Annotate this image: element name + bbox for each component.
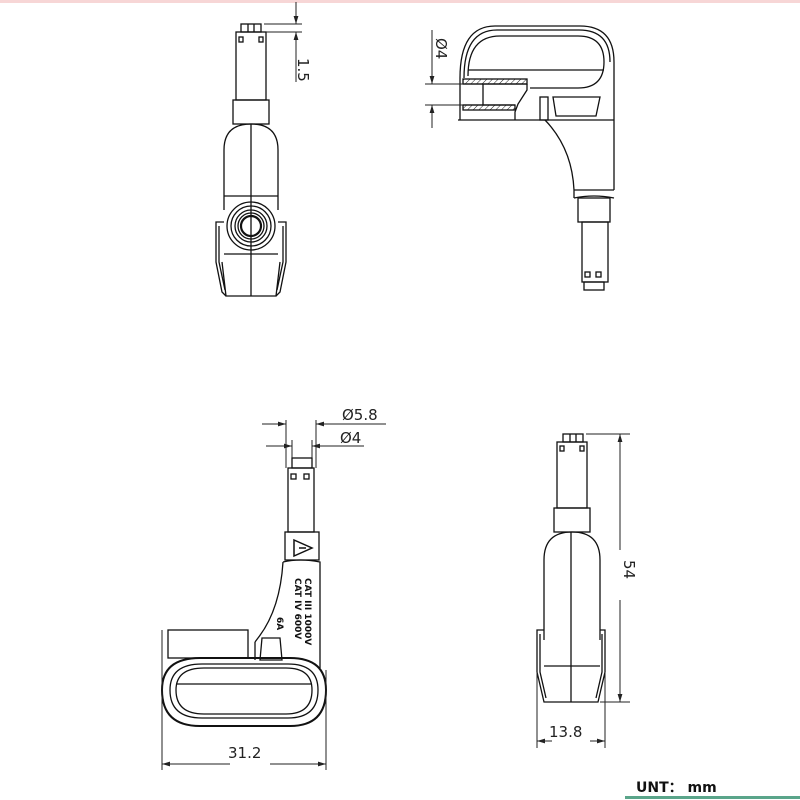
unit-label: UNT： mm xyxy=(636,780,717,796)
side-view xyxy=(160,457,328,727)
rear-view xyxy=(536,433,606,703)
dimension-label-outer-diameter: Ø5.8 xyxy=(342,406,378,424)
dimension-label-tip: 1.5 xyxy=(294,58,312,82)
dimension-overall-height xyxy=(586,433,630,703)
top-border xyxy=(0,0,800,3)
dimension-tip-length xyxy=(264,2,302,82)
dimension-label-height: 54 xyxy=(620,560,638,579)
dimension-label-width: 13.8 xyxy=(549,723,582,741)
dimension-label-inner-diameter: Ø4 xyxy=(340,429,361,447)
svg-text:6A: 6A xyxy=(274,617,284,630)
svg-text:CAT III 1000V: CAT III 1000V xyxy=(302,578,312,645)
svg-text:CAT IV 600V: CAT IV 600V xyxy=(292,578,302,639)
warning-icon xyxy=(293,538,314,558)
dimension-label-length: 31.2 xyxy=(228,744,261,762)
dimension-overall-length xyxy=(161,630,327,770)
dimension-body-width xyxy=(536,672,606,748)
dimension-label-socket: Ø4 xyxy=(432,38,450,59)
rating-label: CAT III 1000V CAT IV 600V 6A xyxy=(274,578,312,645)
dimension-plug-diameters xyxy=(262,420,386,468)
front-view xyxy=(215,23,287,297)
side-section-view xyxy=(458,25,615,291)
bottom-border xyxy=(625,796,800,799)
dimension-socket-diameter xyxy=(425,30,482,128)
